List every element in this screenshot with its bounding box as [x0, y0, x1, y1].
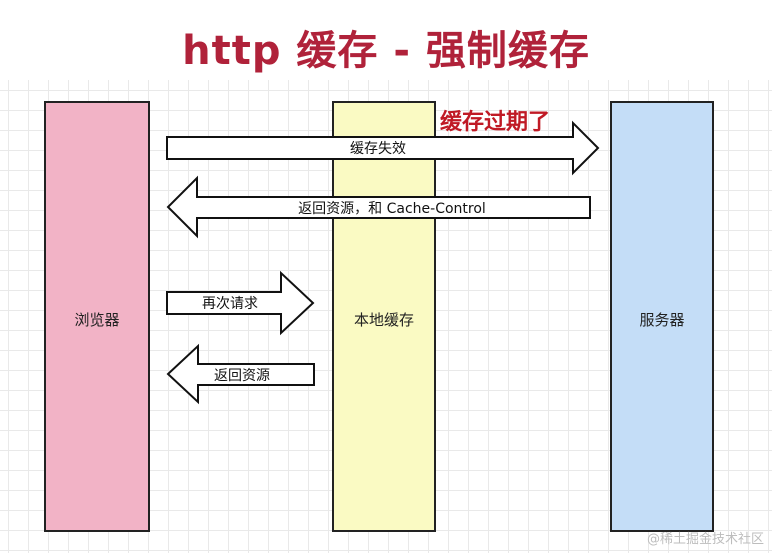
watermark: @稀土掘金技术社区 [646, 532, 764, 547]
arrow-request-again [166, 270, 315, 336]
arrow-label-return-with-cache-control: 返回资源，和 Cache-Control [298, 201, 486, 217]
diagram-title: http 缓存 - 强制缓存 [182, 28, 590, 74]
title-band [0, 0, 772, 80]
arrow-return-with-cache-control [166, 175, 591, 239]
local-cache-label: 本地缓存 [353, 311, 414, 329]
arrow-label-request-again: 再次请求 [202, 296, 258, 312]
browser-label: 浏览器 [74, 311, 120, 329]
arrow-label-cache-invalid: 缓存失效 [350, 141, 406, 157]
arrow-cache-invalid [166, 120, 600, 176]
server-column: 服务器 [610, 101, 714, 532]
server-label: 服务器 [639, 311, 685, 329]
browser-column: 浏览器 [44, 101, 150, 532]
arrow-return-resource [166, 343, 315, 405]
cache-expired-annotation: 缓存过期了 [440, 110, 551, 135]
arrow-label-return-resource: 返回资源 [214, 368, 270, 384]
local-cache-column: 本地缓存 [332, 101, 436, 532]
